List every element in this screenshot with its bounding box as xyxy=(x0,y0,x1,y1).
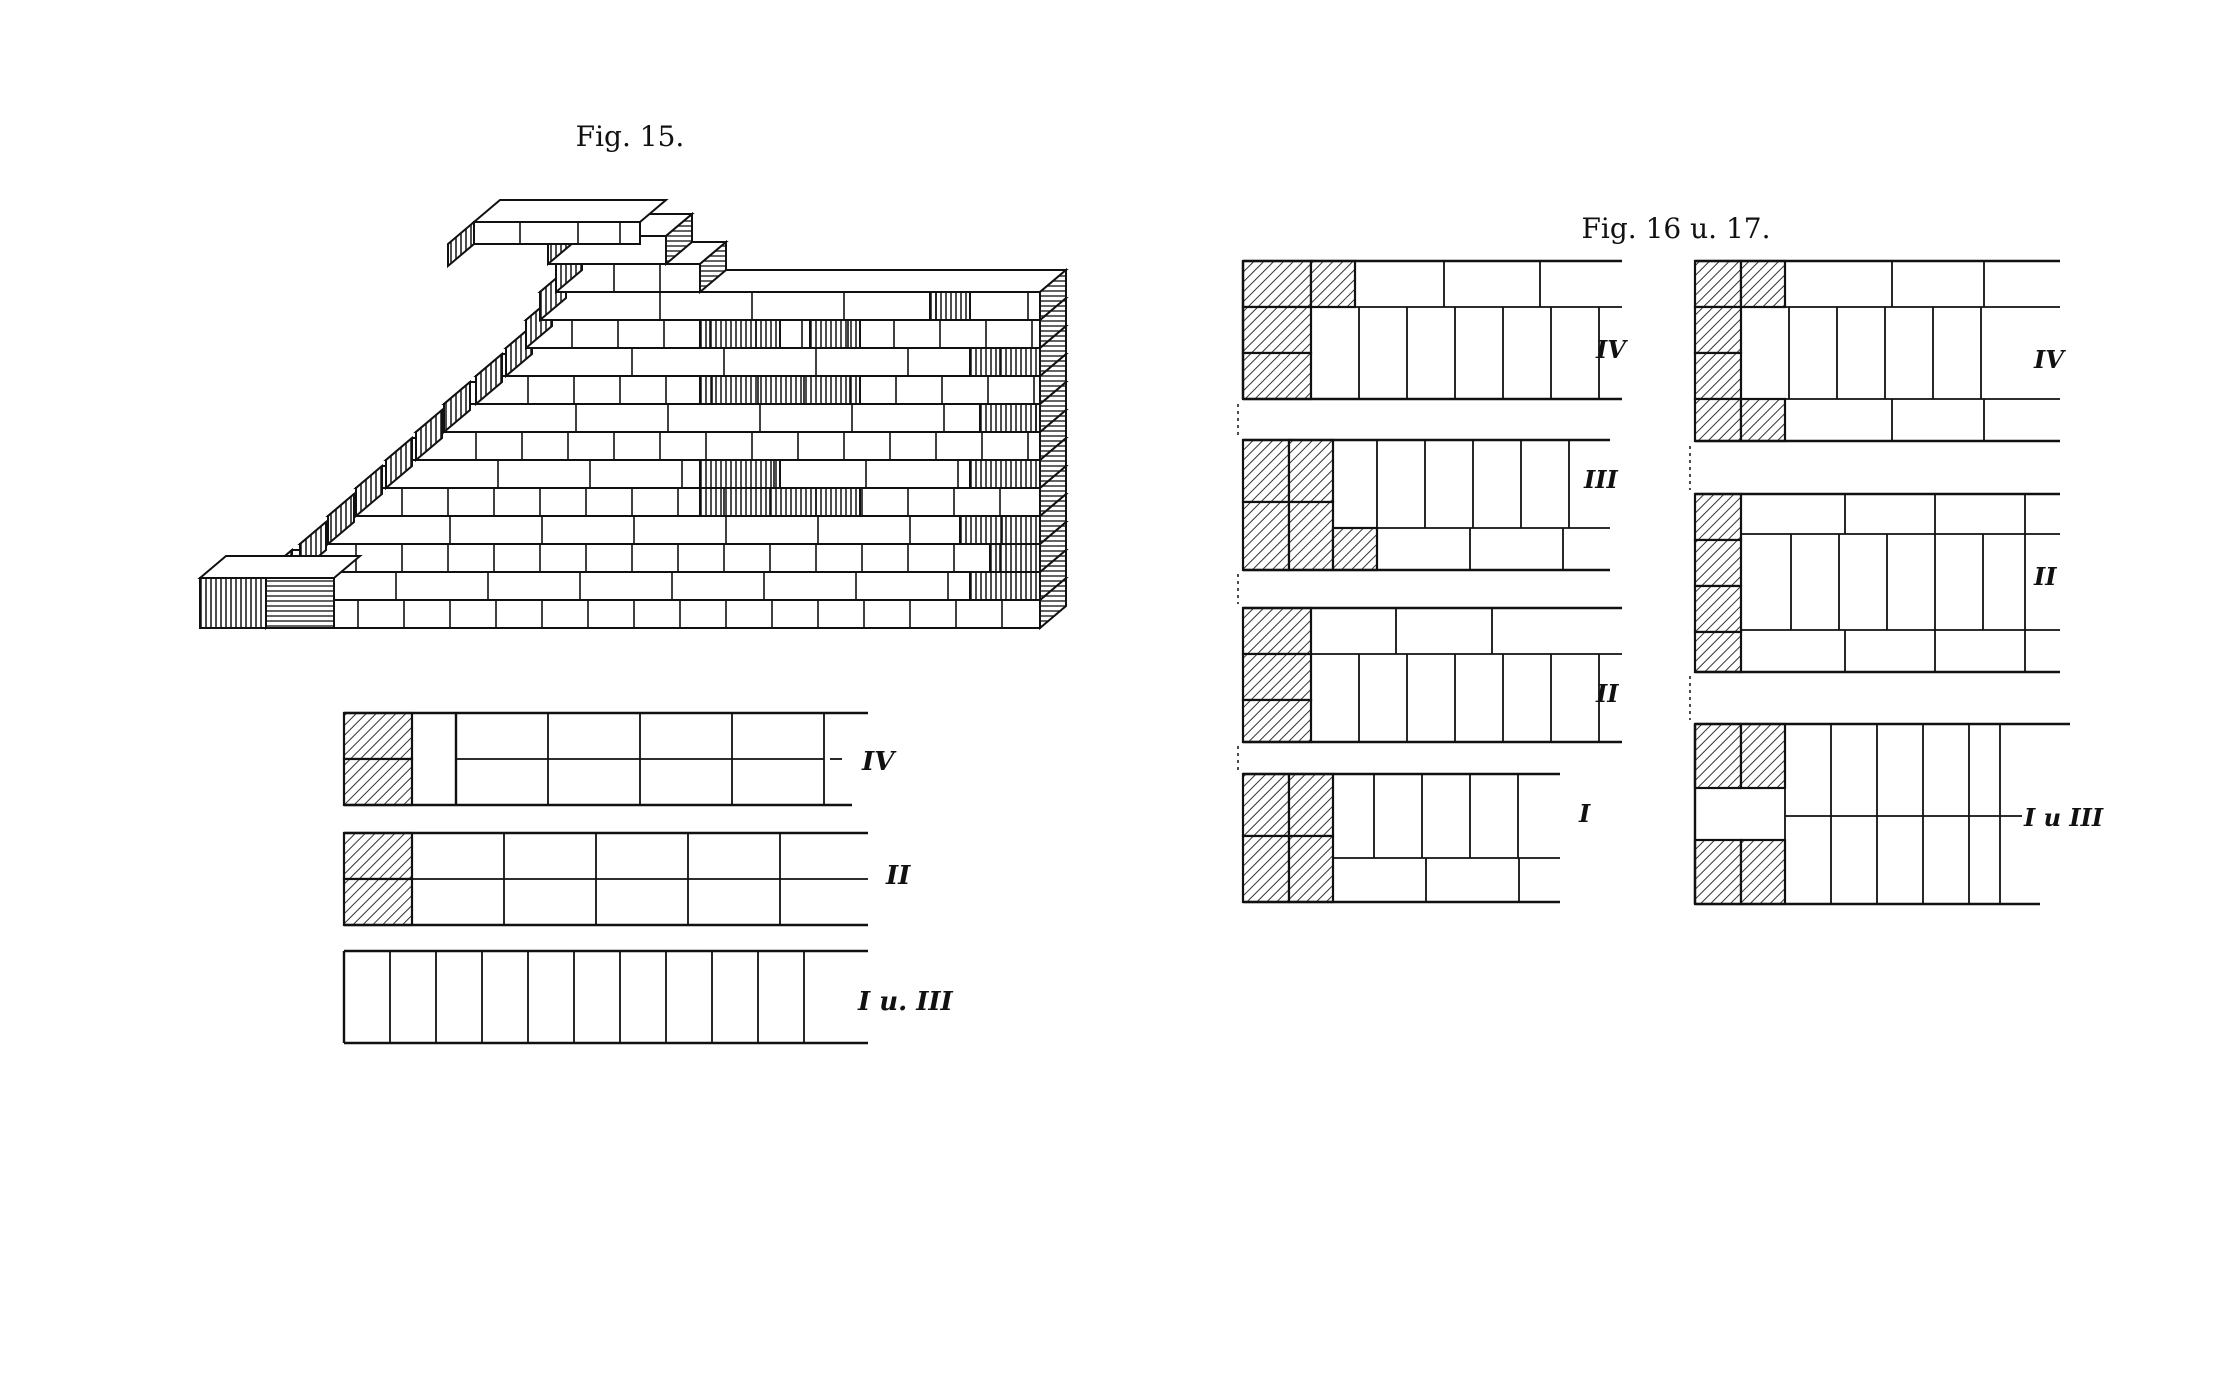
top-block-left xyxy=(447,219,475,269)
brick-header-shaded xyxy=(969,459,1041,489)
fig17-label-iv: IV xyxy=(2033,345,2066,374)
fig17-plan-iv xyxy=(1693,259,2060,443)
fig16-plan-ii xyxy=(1241,606,1622,744)
brick-course-left-end xyxy=(327,491,355,547)
brick-course-left-end xyxy=(443,379,471,435)
brick-course-end xyxy=(665,211,693,267)
brick-course-end xyxy=(1039,267,1067,323)
fig16-plan-i xyxy=(1241,772,1560,904)
base-block-side xyxy=(265,577,335,629)
fig15-label-i-u-iii: I u. III xyxy=(857,987,954,1017)
fig15-label-ii: II xyxy=(885,861,911,891)
brick-header-shaded xyxy=(699,459,781,489)
brick-course-front xyxy=(415,431,1041,461)
base-block-front xyxy=(199,577,267,629)
brick-header-shaded xyxy=(699,319,781,349)
fig15-caption: Fig. 15. xyxy=(576,120,685,153)
fig15-label-iv: IV xyxy=(861,747,897,777)
brick-header-shaded xyxy=(989,543,1041,573)
brick-course-front xyxy=(299,543,1041,573)
fig15-plan-iv xyxy=(342,711,868,807)
fig16-label-iv: IV xyxy=(1595,335,1628,364)
top-block-front xyxy=(473,221,641,245)
brick-header-shaded xyxy=(809,319,861,349)
brick-course-end xyxy=(699,239,727,295)
fig15-plan-i-u-iii xyxy=(342,949,868,1045)
brick-course-left-end xyxy=(355,463,383,519)
fig17-plan-ii xyxy=(1693,492,2060,674)
brick-course-front xyxy=(443,403,1041,433)
brick-course-left-end xyxy=(475,351,503,407)
fig16-label-iii: III xyxy=(1583,465,1618,494)
brick-course-left-end xyxy=(385,435,413,491)
brick-course-front xyxy=(265,571,1041,601)
brick-header-shaded xyxy=(699,375,861,405)
top-block-top xyxy=(471,199,669,223)
fig15-isometric-brick-wall xyxy=(197,199,1069,631)
brick-course-left-end xyxy=(415,407,443,463)
fig17-label-ii: II xyxy=(2033,562,2057,591)
brick-course-front xyxy=(525,319,1041,349)
brick-header-shaded xyxy=(929,291,971,321)
fig16-label-ii: II xyxy=(1595,679,1619,708)
brick-header-shaded xyxy=(969,571,1041,601)
fig16-17-caption: Fig. 16 u. 17. xyxy=(1582,212,1771,245)
brick-course-front xyxy=(355,487,1041,517)
brick-header-shaded xyxy=(959,515,1041,545)
fig16-plan-iv xyxy=(1241,259,1622,401)
fig17-label-i-u-iii: I u III xyxy=(2023,803,2104,832)
brick-header-shaded xyxy=(969,347,1041,377)
brick-course-front xyxy=(505,347,1041,377)
brick-header-shaded xyxy=(979,403,1041,433)
fig17-plan-i-u-iii xyxy=(1693,722,2070,906)
base-block-top xyxy=(197,555,363,579)
brick-course-front xyxy=(327,515,1041,545)
fig15-plan-ii xyxy=(342,831,868,927)
brick-course-front xyxy=(265,599,1041,629)
fig16-label-i: I xyxy=(1578,799,1591,828)
fig16-plan-iii xyxy=(1241,438,1610,572)
